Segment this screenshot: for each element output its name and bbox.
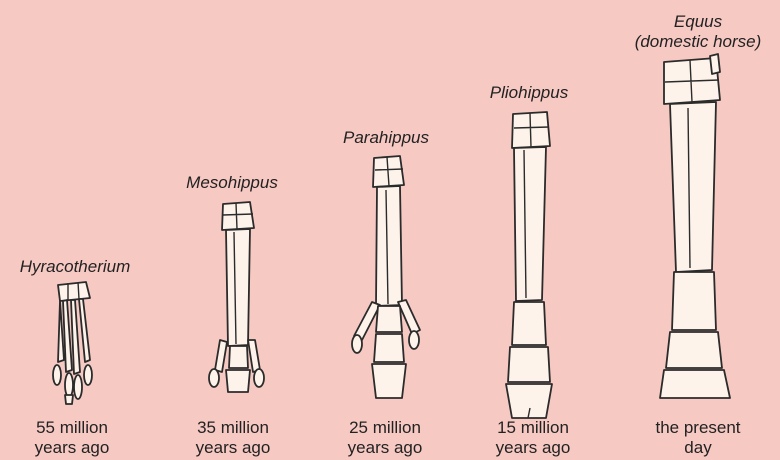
age-equus-line2: day bbox=[655, 438, 740, 458]
age-hyracotherium-line2: years ago bbox=[35, 438, 110, 458]
age-pliohippus: 15 million years ago bbox=[496, 418, 571, 458]
age-pliohippus-line1: 15 million bbox=[496, 418, 571, 438]
age-hyracotherium-line1: 55 million bbox=[35, 418, 110, 438]
age-parahippus: 25 million years ago bbox=[348, 418, 423, 458]
age-pliohippus-line2: years ago bbox=[496, 438, 571, 458]
equus-foot bbox=[660, 54, 730, 398]
parahippus-foot bbox=[352, 156, 420, 398]
hyracotherium-foot bbox=[53, 282, 92, 404]
age-mesohippus: 35 million years ago bbox=[196, 418, 271, 458]
pliohippus-foot bbox=[506, 112, 552, 418]
age-equus-line1: the present bbox=[655, 418, 740, 438]
age-parahippus-line2: years ago bbox=[348, 438, 423, 458]
age-mesohippus-line1: 35 million bbox=[196, 418, 271, 438]
age-mesohippus-line2: years ago bbox=[196, 438, 271, 458]
age-hyracotherium: 55 million years ago bbox=[35, 418, 110, 458]
age-parahippus-line1: 25 million bbox=[348, 418, 423, 438]
age-equus: the present day bbox=[655, 418, 740, 458]
mesohippus-foot bbox=[209, 202, 264, 392]
